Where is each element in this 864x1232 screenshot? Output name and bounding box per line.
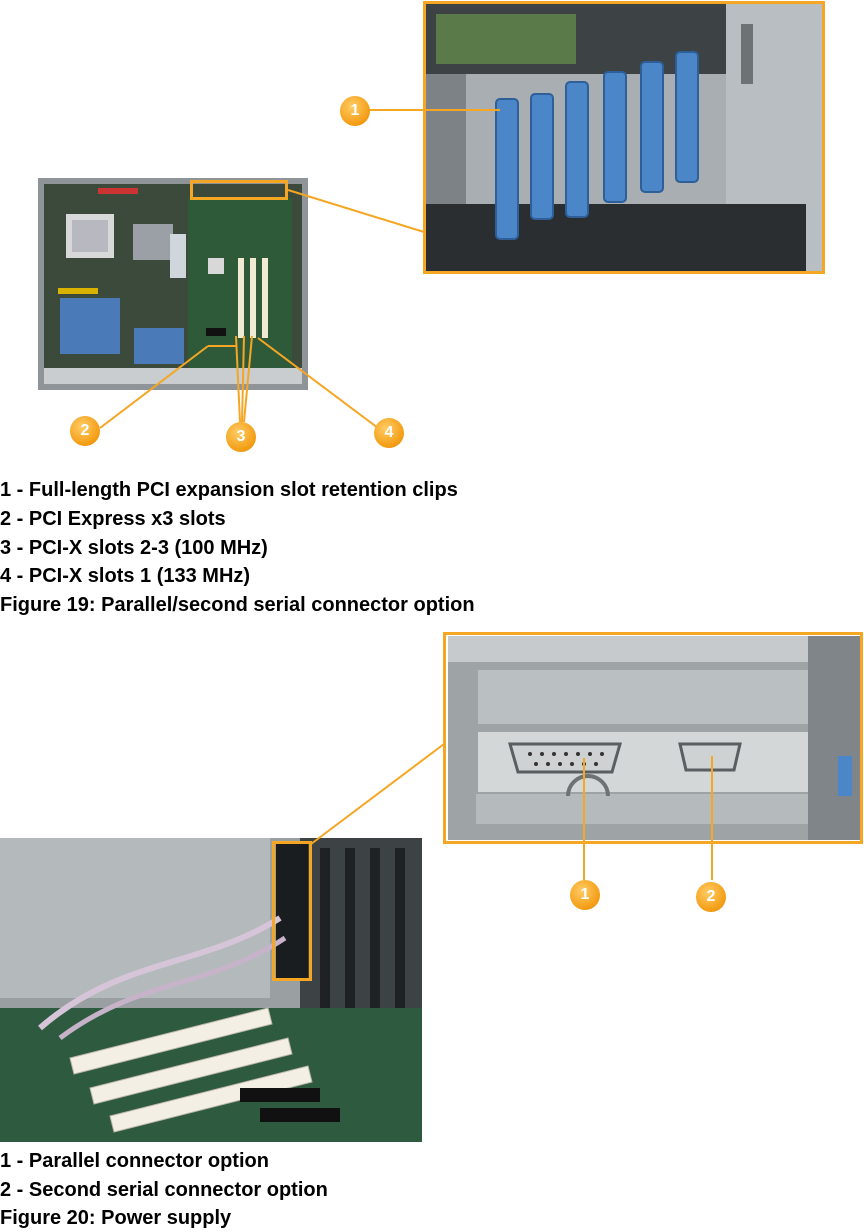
chassis-overview-photo bbox=[38, 178, 308, 390]
figure-caption: Figure 20: Power supply bbox=[0, 1207, 232, 1229]
connector-zoom-frame bbox=[443, 632, 863, 844]
legend-item: 1 - Parallel connector option bbox=[0, 1150, 269, 1172]
internal-highlight-box bbox=[272, 841, 312, 981]
legend-item: 2 - PCI Express x3 slots bbox=[0, 508, 226, 530]
legend-item: 3 - PCI-X slots 2-3 (100 MHz) bbox=[0, 537, 268, 559]
callout-badge-3: 3 bbox=[226, 422, 256, 452]
callout-badge-1: 1 bbox=[340, 96, 370, 126]
legend-item: 1 - Full-length PCI expansion slot reten… bbox=[0, 479, 458, 501]
legend-item: 4 - PCI-X slots 1 (133 MHz) bbox=[0, 565, 251, 587]
callout-badge-2: 2 bbox=[70, 416, 100, 446]
internal-chassis-photo bbox=[0, 838, 422, 1142]
chassis-highlight-box bbox=[190, 180, 288, 200]
callout-badge-4: 4 bbox=[374, 418, 404, 448]
pci-clips-zoom-frame bbox=[423, 1, 825, 274]
pci-clips-zoom-photo bbox=[426, 4, 824, 272]
callout-badge-2: 2 bbox=[696, 882, 726, 912]
connector-bracket-zoom-photo bbox=[448, 636, 860, 840]
legend-item: 2 - Second serial connector option bbox=[0, 1179, 328, 1201]
figure-caption: Figure 19: Parallel/second serial connec… bbox=[0, 594, 475, 616]
callout-badge-1: 1 bbox=[570, 880, 600, 910]
